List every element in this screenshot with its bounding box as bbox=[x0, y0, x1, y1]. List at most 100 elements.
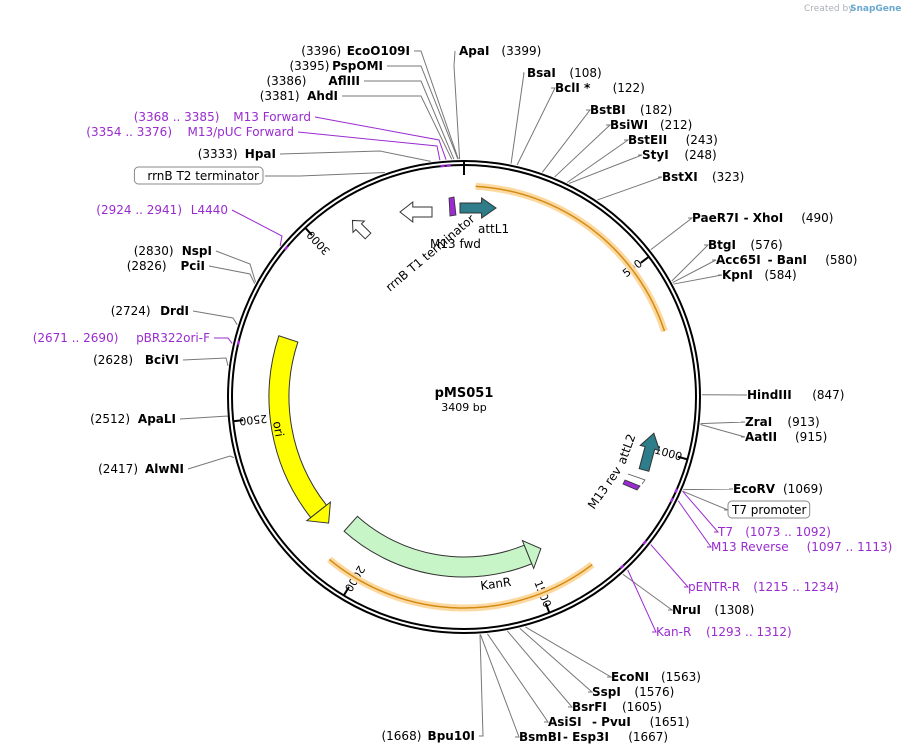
kanr-arrow-body bbox=[343, 515, 533, 578]
site-name: PciI bbox=[181, 259, 206, 273]
leader-18 bbox=[510, 72, 525, 164]
site-name: AhdI bbox=[307, 89, 338, 103]
leader-11 bbox=[192, 310, 238, 326]
site-position: (2826) bbox=[127, 259, 167, 273]
leader-14 bbox=[179, 415, 229, 420]
leader-38 bbox=[627, 569, 657, 633]
site-name: Kan-R bbox=[656, 625, 691, 639]
leader-1 bbox=[387, 65, 459, 160]
site-label-41: BsrFI (1605) bbox=[572, 700, 662, 714]
site-name: T7 bbox=[717, 525, 733, 539]
leader-5 bbox=[297, 131, 441, 161]
site-name: ApaLI bbox=[138, 412, 176, 426]
site-label-43: BsmBI- Esp3I(1667) bbox=[519, 730, 668, 744]
site-name: BciVI bbox=[145, 353, 179, 367]
site-label-25: PaeR7I- XhoI(490) bbox=[692, 211, 833, 225]
leader-2 bbox=[364, 80, 455, 160]
feature-box bbox=[133, 166, 264, 185]
tick-label-2500: 2500 bbox=[239, 412, 268, 428]
attl1-arrow bbox=[459, 197, 497, 219]
rrnb-t2-arrow bbox=[351, 219, 372, 240]
site-name-alt: - BanI bbox=[768, 253, 807, 267]
orf-line-1 bbox=[328, 558, 593, 609]
leader-28 bbox=[673, 274, 723, 285]
leader-32 bbox=[683, 488, 734, 491]
site-position: (122) bbox=[613, 81, 645, 95]
m13-rev-marker bbox=[622, 479, 641, 491]
leader-43 bbox=[479, 634, 520, 738]
site-position: (182) bbox=[640, 103, 672, 117]
feature-group bbox=[268, 196, 661, 578]
site-name: BstXI bbox=[662, 170, 698, 184]
site-name: EcoRV bbox=[733, 482, 776, 496]
leader-42 bbox=[487, 633, 549, 723]
leader-30 bbox=[700, 421, 746, 425]
tick-mark-1000 bbox=[677, 455, 688, 461]
site-position: (1605) bbox=[622, 700, 662, 714]
leader-16 bbox=[479, 634, 484, 737]
site-name: HindIII bbox=[747, 388, 792, 402]
site-name: Bpu10I bbox=[428, 729, 475, 743]
site-position: (3395) bbox=[289, 59, 329, 73]
site-position: (576) bbox=[750, 238, 782, 252]
site-name: pBR322ori-F bbox=[136, 331, 210, 345]
site-label-2: AflIII(3386) bbox=[266, 74, 360, 88]
leader-37 bbox=[622, 573, 674, 611]
site-label-12: pBR322ori-F(2671 .. 2690) bbox=[33, 331, 210, 345]
site-name: AlwNI bbox=[145, 462, 184, 476]
site-name: BstBI bbox=[590, 103, 626, 117]
leader-15 bbox=[187, 455, 235, 470]
site-position: (2924 .. 2941) bbox=[96, 203, 182, 217]
site-position: (1069) bbox=[783, 482, 823, 496]
leader-6 bbox=[279, 150, 431, 162]
leader-13 bbox=[182, 357, 229, 366]
site-name: HpaI bbox=[245, 147, 276, 161]
feature-label-rrnb-t1: rrnB T1 terminator bbox=[383, 212, 478, 295]
site-label-42: AsiSI- PvuI(1651) bbox=[548, 715, 690, 729]
site-position: (3396) bbox=[301, 44, 341, 58]
site-label-5: M13/pUC Forward(3354 .. 3376) bbox=[86, 125, 294, 139]
site-position: (1073 .. 1092) bbox=[745, 525, 831, 539]
m13-fwd-marker bbox=[448, 196, 457, 217]
leader-3 bbox=[342, 95, 453, 160]
leader-12 bbox=[214, 337, 233, 344]
site-position: (1576) bbox=[634, 685, 674, 699]
primer-site-8 bbox=[283, 245, 289, 251]
feature-label-m13-rev: M13 rev bbox=[585, 464, 624, 512]
leader-40 bbox=[519, 627, 594, 693]
site-name: M13/pUC Forward bbox=[187, 125, 294, 139]
site-name: BsrFI bbox=[572, 700, 607, 714]
site-position: (1668) bbox=[381, 729, 421, 743]
leader-35 bbox=[677, 500, 712, 548]
site-position: (1097 .. 1113) bbox=[807, 540, 893, 554]
site-label-8: L4440 (2924 .. 2941) bbox=[96, 203, 228, 217]
leader-7 bbox=[265, 172, 385, 177]
feature-label-m13-fwd: M13 fwd bbox=[430, 237, 481, 251]
site-name: AatII bbox=[745, 430, 777, 444]
leader-25 bbox=[650, 217, 694, 251]
site-label-28: KpnI(584) bbox=[722, 268, 797, 282]
site-name: SspI bbox=[592, 685, 621, 699]
site-position: (580) bbox=[825, 253, 857, 267]
site-position: (2830) bbox=[134, 244, 174, 258]
site-position: (2417) bbox=[98, 462, 138, 476]
leader-23 bbox=[568, 154, 643, 184]
site-name: BclI * bbox=[555, 81, 591, 95]
site-name: BstEII bbox=[628, 133, 667, 147]
site-name: StyI bbox=[642, 148, 669, 162]
site-label-29: HindIII(847) bbox=[747, 388, 844, 402]
site-name: M13 Reverse bbox=[711, 540, 789, 554]
site-position: (248) bbox=[684, 148, 716, 162]
site-label-36: pENTR-R(1215 .. 1234) bbox=[688, 580, 839, 594]
site-label-10: PciI (2826) bbox=[127, 259, 205, 273]
site-position: (2628) bbox=[93, 353, 133, 367]
site-name: EcoO109I bbox=[347, 44, 410, 58]
attl2-arrow bbox=[638, 432, 661, 472]
site-position: (1293 .. 1312) bbox=[706, 625, 792, 639]
site-name: BsiWI bbox=[610, 118, 648, 132]
site-name: L4440 bbox=[191, 203, 228, 217]
leader-26 bbox=[671, 244, 710, 282]
leader-34 bbox=[682, 490, 720, 533]
site-label-18: BsaI(108) bbox=[527, 66, 602, 80]
